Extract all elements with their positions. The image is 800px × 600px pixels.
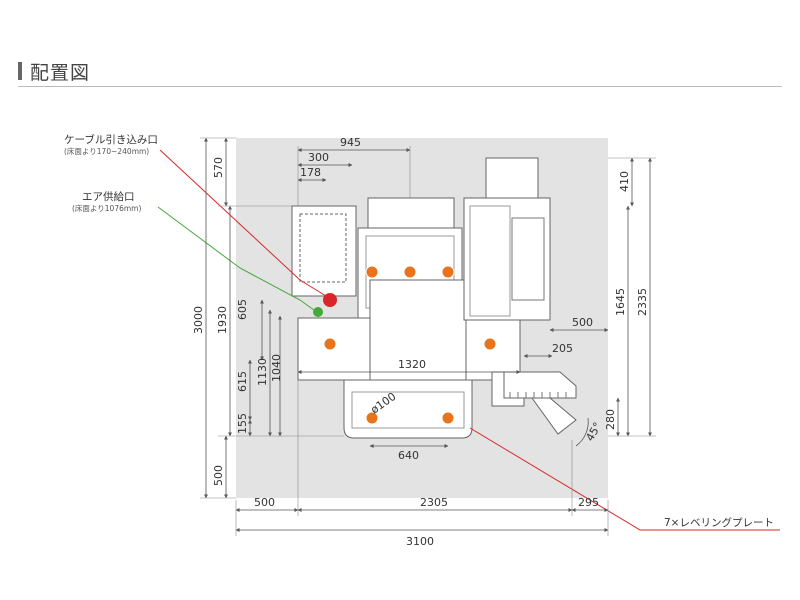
dim-3000: 3000 [192,306,205,334]
dim-300: 300 [308,151,329,164]
leveling-callout-title: 7×レベリングプレート [664,516,774,529]
dim-b2305: 2305 [420,496,448,509]
header-bar [18,62,22,80]
dim-615: 615 [236,371,249,392]
air-port [313,307,323,317]
cable-callout-sub: (床面より170~240mm) [64,146,149,156]
dim-155: 155 [236,413,249,434]
leveling-plate [323,337,337,351]
leveling-leader [469,427,780,531]
conveyor-rollers [509,392,567,398]
left-cabinet [291,205,357,297]
cable-callout-title: ケーブル引き込み口 [64,133,158,146]
air-leader [157,206,315,311]
dim-1130: 1130 [256,358,269,386]
leveling-plate [365,411,379,425]
dimension-lines [204,137,652,532]
dim-178: 178 [300,166,321,179]
dim-570: 570 [212,157,225,178]
cable-port [323,293,337,307]
air-callout-title: エア供給口 [82,190,135,203]
lower-tray-inner [351,391,465,429]
section-title: 配置図 [30,61,91,84]
angled-conveyor [503,371,577,399]
dimension-texts: 945 300 178 1320 ø100 640 500 205 500 23… [192,136,649,548]
dim-1645: 1645 [614,288,627,316]
leveling-plate [483,337,497,351]
dim-605: 605 [236,299,249,320]
leveling-plate [403,265,417,279]
dim-b500: 500 [254,496,275,509]
dim-500l: 500 [212,465,225,486]
right-cabinet-top [485,157,539,199]
right-cabinet-panel [469,205,511,317]
header-rule [18,86,782,87]
top-chute [367,197,455,229]
dim-280: 280 [604,409,617,430]
left-cabinet-inner [299,213,347,283]
dim-1040: 1040 [270,354,283,382]
air-callout-sub: (床面より1076mm) [72,203,141,213]
lower-tray [343,379,473,439]
leveling-plate [441,265,455,279]
leveling-plate [365,265,379,279]
leveling-plates [323,265,497,425]
section-header: 配置図 [18,60,91,84]
right-cabinet-window [511,217,545,301]
dim-945: 945 [340,136,361,149]
extension-lines [200,137,656,536]
dim-410: 410 [618,171,631,192]
dim-640: 640 [398,449,419,462]
dim-2335: 2335 [636,288,649,316]
dim-b295: 295 [578,496,599,509]
dim-b3100: 3100 [406,535,434,548]
dim-205: 205 [552,342,573,355]
dim-1320: 1320 [398,358,426,371]
chute-arm [531,397,577,435]
leveling-plate [441,411,455,425]
dim-500r: 500 [572,316,593,329]
right-lower [465,319,521,381]
dim-1930: 1930 [216,306,229,334]
center-core [369,279,467,391]
right-cabinet [463,197,551,321]
